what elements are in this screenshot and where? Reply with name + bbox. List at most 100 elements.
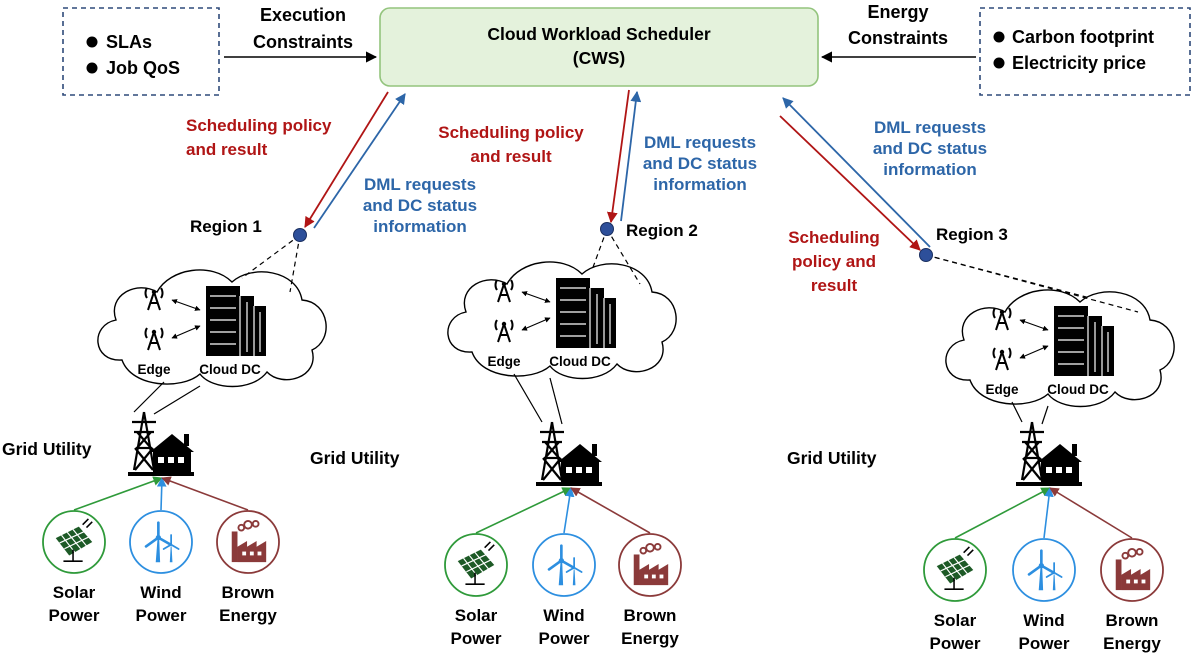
sla-item: SLAs: [106, 32, 152, 52]
cloud-dc-label: Cloud DC: [199, 362, 261, 377]
dml-request-arrow: [782, 97, 931, 248]
scheduling-policy-label: Scheduling: [788, 228, 880, 247]
dml-request-label: information: [883, 160, 977, 179]
region-3: Scheduling policy and result DML requests an…: [779, 97, 1175, 653]
energy-flow-arrow: [73, 476, 163, 511]
dml-request-arrow: [313, 93, 406, 229]
region-node: [293, 228, 307, 242]
region-node: [600, 222, 614, 236]
energy-source-label: Energy: [1103, 634, 1161, 653]
energy-flow-arrow: [475, 487, 572, 534]
carbon-footprint-item: Carbon footprint: [1012, 27, 1154, 47]
scheduling-policy-arrow: [304, 91, 389, 228]
power-line: [1011, 401, 1023, 423]
grid-utility-label: Grid Utility: [787, 448, 877, 468]
edge-link-arrow: [171, 325, 201, 339]
dml-request-label: and DC status: [363, 196, 477, 215]
energy-source-label: Wind: [543, 606, 584, 625]
region-link-line: [591, 228, 608, 271]
region-name: Region 3: [936, 225, 1008, 244]
grid-utility-label: Grid Utility: [2, 439, 92, 459]
power-line: [133, 381, 165, 413]
cws-box: [379, 7, 819, 87]
cws-title: Cloud Workload Scheduler: [487, 24, 711, 44]
region-link-line: [289, 234, 301, 293]
bullet-icon: [993, 31, 1005, 43]
cloud-dc-label: Cloud DC: [1047, 382, 1109, 397]
dml-request-label: information: [373, 217, 467, 236]
energy-source-label: Solar: [455, 606, 498, 625]
energy-source-label: Power: [450, 629, 501, 648]
cws-abbrev: (CWS): [573, 48, 625, 68]
bullet-icon: [86, 36, 98, 48]
region-link-line: [241, 234, 301, 279]
grid-utility-label: Grid Utility: [310, 448, 400, 468]
energy-flow-arrow: [563, 487, 575, 534]
energy-source-label: Solar: [53, 583, 96, 602]
energy-flow-arrow: [161, 476, 249, 511]
cloud-region: Edge Cloud DC: [925, 254, 1175, 408]
dml-request-label: and DC status: [873, 139, 987, 158]
energy-flow-arrow: [954, 487, 1051, 539]
energy-source-label: Power: [929, 634, 980, 653]
energy-source-label: Brown: [1106, 611, 1159, 630]
electricity-price-item: Electricity price: [1012, 53, 1146, 73]
edge-link-arrow: [1019, 319, 1049, 331]
region-node: [919, 248, 933, 262]
edge-link-arrow: [521, 291, 551, 303]
bullet-icon: [86, 62, 98, 74]
job-qos-item: Job QoS: [106, 58, 180, 78]
energy-constraints-label-2: Constraints: [848, 28, 948, 48]
edge-link-arrow: [171, 299, 201, 311]
region-link-line: [925, 254, 1139, 313]
scheduling-policy-label: and result: [470, 147, 552, 166]
energy-source-label: Energy: [621, 629, 679, 648]
grid-utility-icon: [1014, 420, 1084, 488]
scheduling-policy-label: policy and: [792, 252, 876, 271]
power-line: [153, 385, 201, 415]
energy-source-label: Brown: [624, 606, 677, 625]
scheduling-policy-arrow: [606, 89, 630, 224]
power-line: [513, 373, 543, 423]
energy-source-label: Power: [48, 606, 99, 625]
energy-flow-arrow: [1049, 487, 1133, 539]
energy-source-label: Energy: [219, 606, 277, 625]
energy-source-label: Power: [135, 606, 186, 625]
energy-flow-arrow: [570, 487, 651, 534]
dml-request-label: DML requests: [364, 175, 476, 194]
energy-source-circle: [129, 510, 193, 574]
dml-request-label: DML requests: [644, 133, 756, 152]
edge-link-arrow: [1019, 345, 1049, 359]
region-link-line: [606, 228, 641, 285]
grid-utility-icon: [534, 420, 604, 488]
edge-label: Edge: [487, 354, 520, 369]
energy-source-label: Brown: [222, 583, 275, 602]
scheduling-policy-label: result: [811, 276, 858, 295]
region-name: Region 1: [190, 217, 262, 236]
energy-source-circle: [1012, 538, 1076, 602]
region-name: Region 2: [626, 221, 698, 240]
energy-source-circle: [532, 533, 596, 597]
scheduling-policy-label: Scheduling policy: [186, 116, 332, 135]
energy-flow-arrow: [1043, 487, 1054, 539]
dml-request-label: DML requests: [874, 118, 986, 137]
energy-constraints-label: Energy: [867, 2, 928, 22]
sla-qos-box: [62, 7, 220, 96]
edge-label: Edge: [985, 382, 1018, 397]
energy-source-label: Solar: [934, 611, 977, 630]
grid-utility-icon: [126, 410, 196, 478]
energy-source-label: Power: [538, 629, 589, 648]
power-line: [549, 377, 563, 425]
